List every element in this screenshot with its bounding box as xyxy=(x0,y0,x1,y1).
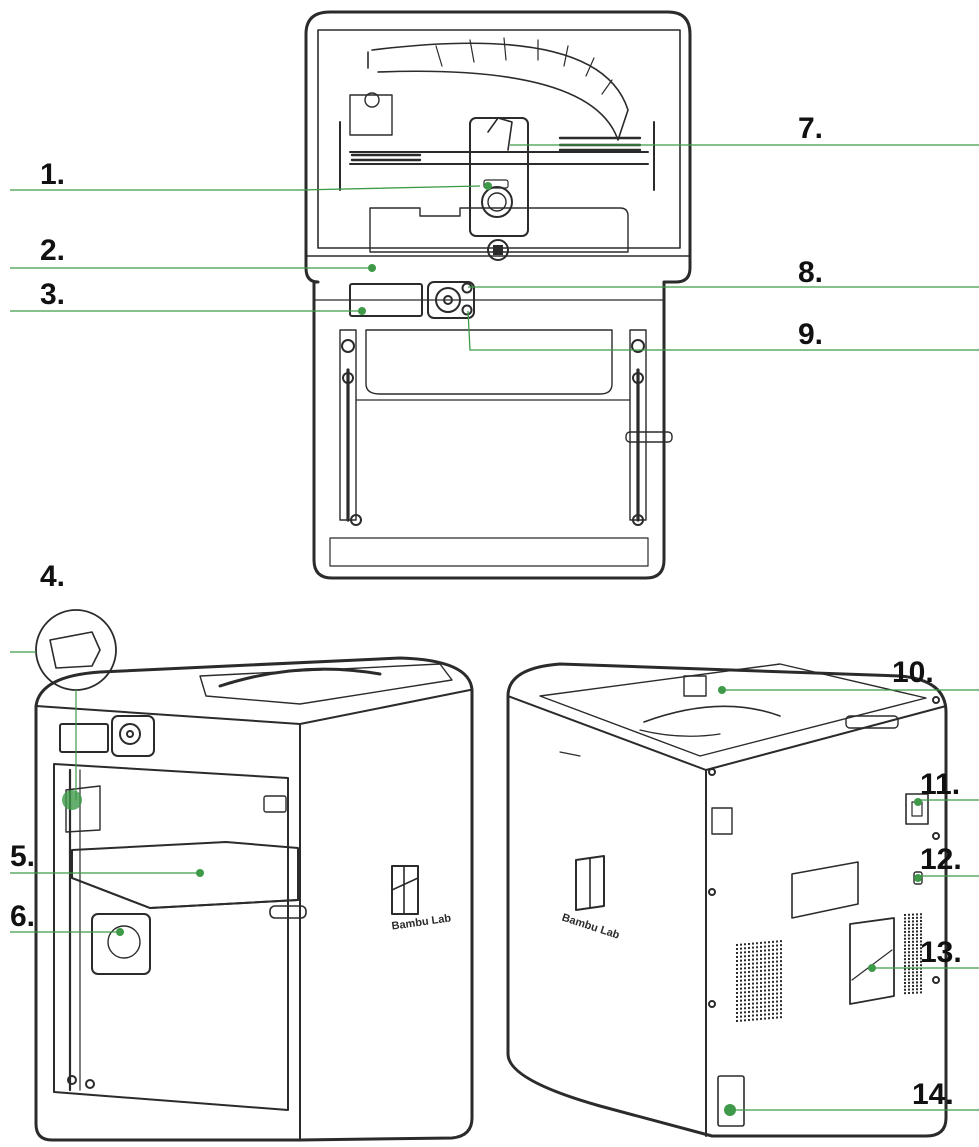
brand-text-front: Bambu Lab xyxy=(391,912,452,932)
leader-line-9 xyxy=(467,310,979,351)
callout-14: 14. xyxy=(912,1078,954,1111)
callout-9: 9. xyxy=(798,318,824,351)
callout-12: 12. xyxy=(920,843,962,876)
callout-1: 1. xyxy=(40,158,66,191)
callout-7: 7. xyxy=(798,112,824,145)
printer-top-view xyxy=(304,10,692,580)
callout-4: 4. xyxy=(40,560,66,593)
callout-2: 2. xyxy=(40,234,66,267)
accent-dot-14 xyxy=(724,1104,736,1116)
printer-front-view xyxy=(34,609,474,1142)
callout-6: 6. xyxy=(10,900,36,933)
accent-dot-10 xyxy=(718,686,726,694)
vent-grilles xyxy=(736,913,922,1022)
leader-line-1 xyxy=(10,185,481,191)
callout-13: 13. xyxy=(920,936,962,969)
brand-text-back: Bambu Lab xyxy=(560,912,621,942)
leader-lines xyxy=(10,144,979,1111)
accent-dot-12 xyxy=(914,874,922,882)
callout-3: 3. xyxy=(40,278,66,311)
callout-5: 5. xyxy=(10,840,36,873)
callout-8: 8. xyxy=(798,256,824,289)
accent-dot-11 xyxy=(914,798,922,806)
accent-dot-1 xyxy=(484,182,492,190)
accent-dot-6 xyxy=(116,928,124,936)
callout-10: 10. xyxy=(892,656,934,689)
accent-dot-2 xyxy=(368,264,376,272)
callout-11: 11. xyxy=(920,768,961,801)
accent-dot-13 xyxy=(868,964,876,972)
accent-dot-5 xyxy=(196,869,204,877)
accent-dots xyxy=(62,182,922,1116)
accent-dot-4 xyxy=(62,790,82,810)
printer-back-view xyxy=(506,662,948,1138)
accent-dot-3 xyxy=(358,307,366,315)
